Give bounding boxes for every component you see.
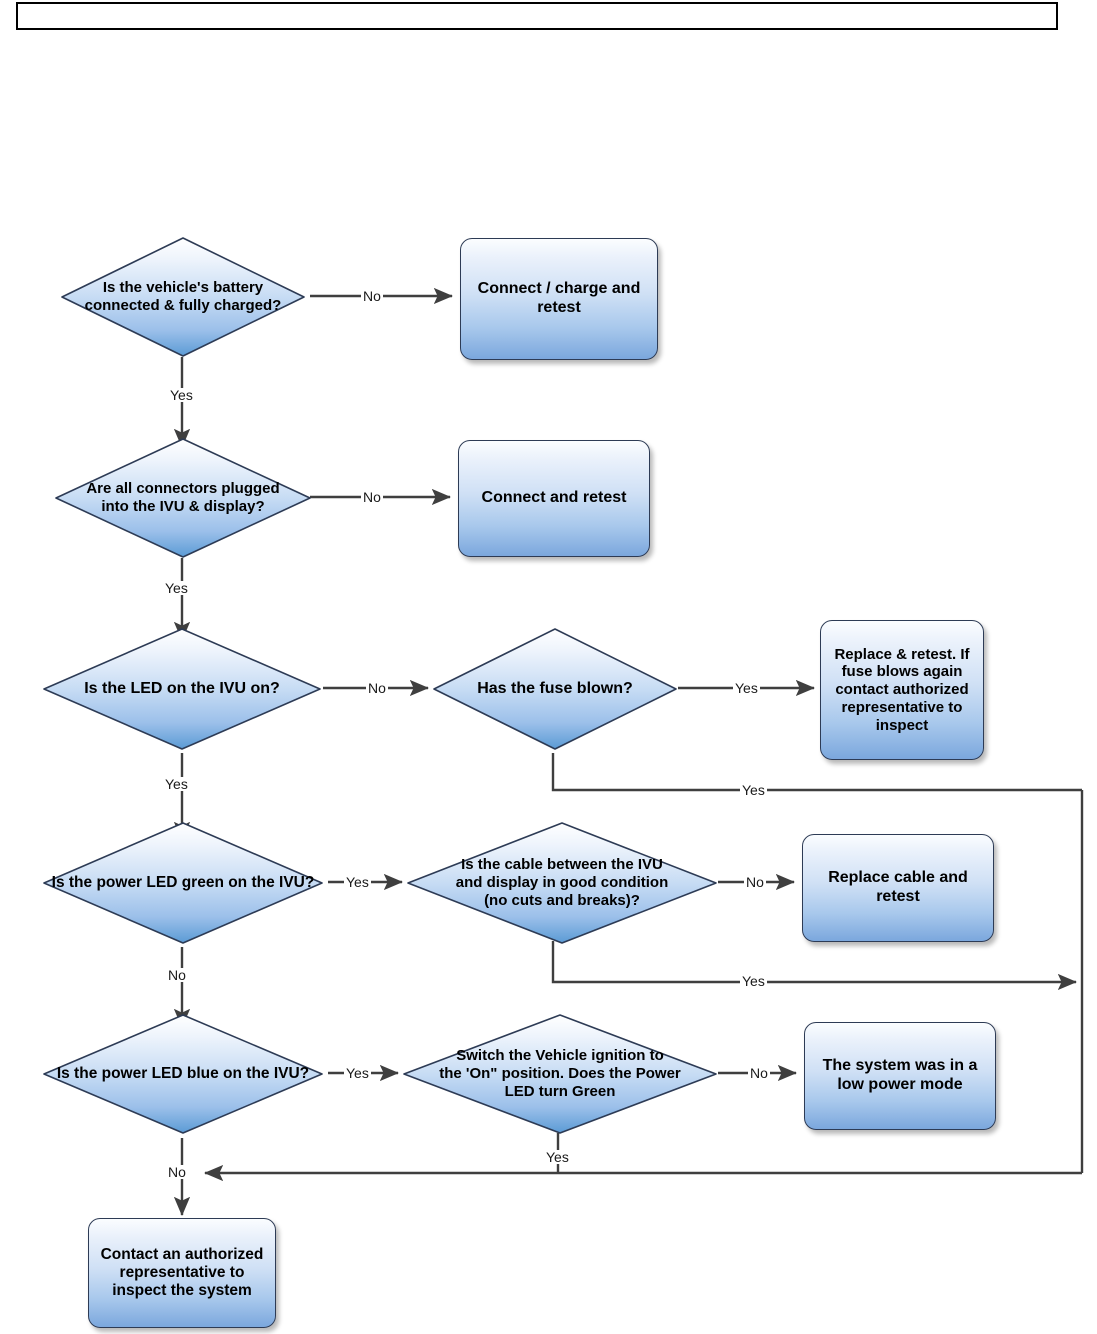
action-label: Connect and retest bbox=[481, 489, 627, 507]
decision-connectors-plugged[interactable]: Are all connectors plugged into the IVU … bbox=[52, 436, 314, 560]
diamond-shape bbox=[55, 438, 311, 558]
edge-label-n4-a3: Yes bbox=[733, 680, 760, 696]
diamond-shape bbox=[407, 822, 717, 944]
decision-power-led-green[interactable]: Is the power LED green on the IVU? bbox=[40, 820, 326, 946]
decision-power-led-blue[interactable]: Is the power LED blue on the IVU? bbox=[40, 1012, 326, 1136]
diamond-shape bbox=[43, 628, 321, 750]
decision-label: Is the power LED green on the IVU? bbox=[51, 873, 315, 891]
action-label: The system was in a low power mode bbox=[822, 1057, 978, 1093]
edge-n6-bus bbox=[551, 941, 1077, 991]
action-label: Connect / charge and retest bbox=[477, 280, 641, 316]
decision-label: Is the cable between the IVU and display… bbox=[455, 856, 669, 909]
action-label: Contact an authorized representative to … bbox=[100, 1245, 264, 1300]
decision-cable-condition[interactable]: Is the cable between the IVU and display… bbox=[404, 820, 720, 946]
diamond-shape bbox=[43, 822, 323, 944]
decision-label: Are all connectors plugged into the IVU … bbox=[86, 480, 280, 515]
edge-label-n1-n2: Yes bbox=[168, 387, 195, 403]
diamond-shape bbox=[403, 1014, 717, 1134]
edge-n4-bus bbox=[551, 753, 1082, 792]
edge-label-n5-n6: Yes bbox=[344, 874, 371, 890]
decision-label: Is the power LED blue on the IVU? bbox=[56, 1064, 310, 1082]
edge-label-n7-a6: No bbox=[166, 1164, 188, 1180]
header-empty-box bbox=[16, 2, 1058, 30]
action-connect-charge-retest[interactable]: Connect / charge and retest bbox=[460, 238, 658, 360]
decision-label: Switch the Vehicle ignition to the 'On" … bbox=[439, 1047, 681, 1100]
diamond-shape bbox=[433, 628, 677, 750]
edge-label-n8-bus: Yes bbox=[544, 1149, 571, 1165]
edge-label-n2-n3: Yes bbox=[163, 580, 190, 596]
diamond-shape bbox=[61, 237, 305, 357]
edge-label-n8-a5: No bbox=[748, 1065, 770, 1081]
edge-label-n6-a4: No bbox=[744, 874, 766, 890]
edge-label-n3-n4: No bbox=[366, 680, 388, 696]
decision-battery-connected[interactable]: Is the vehicle's battery connected & ful… bbox=[58, 235, 308, 359]
decision-label: Is the LED on the IVU on? bbox=[84, 679, 280, 697]
edge-label-n4-bus: Yes bbox=[740, 782, 767, 798]
decision-label: Is the vehicle's battery connected & ful… bbox=[84, 279, 282, 314]
edge-label-n2-a2: No bbox=[361, 489, 383, 505]
edge-label-n3-n5: Yes bbox=[163, 776, 190, 792]
edge-label-n6-bus: Yes bbox=[740, 973, 767, 989]
edge-label-n5-n7: No bbox=[166, 967, 188, 983]
decision-led-on-ivu[interactable]: Is the LED on the IVU on? bbox=[40, 626, 324, 752]
decision-ignition-on-led-green[interactable]: Switch the Vehicle ignition to the 'On" … bbox=[400, 1012, 720, 1136]
diamond-shape bbox=[43, 1014, 323, 1134]
decision-fuse-blown[interactable]: Has the fuse blown? bbox=[430, 626, 680, 752]
decision-label: Has the fuse blown? bbox=[477, 679, 633, 697]
action-label: Replace & retest. If fuse blows again co… bbox=[834, 645, 970, 734]
edge-label-n7-n8: Yes bbox=[344, 1065, 371, 1081]
action-low-power-mode[interactable]: The system was in a low power mode bbox=[804, 1022, 996, 1130]
edge-label-n1-a1: No bbox=[361, 288, 383, 304]
action-label: Replace cable and retest bbox=[828, 869, 968, 905]
action-replace-retest-fuse[interactable]: Replace & retest. If fuse blows again co… bbox=[820, 620, 984, 760]
action-replace-cable-retest[interactable]: Replace cable and retest bbox=[802, 834, 994, 942]
action-contact-authorized-representative[interactable]: Contact an authorized representative to … bbox=[88, 1218, 276, 1328]
action-connect-retest[interactable]: Connect and retest bbox=[458, 440, 650, 557]
